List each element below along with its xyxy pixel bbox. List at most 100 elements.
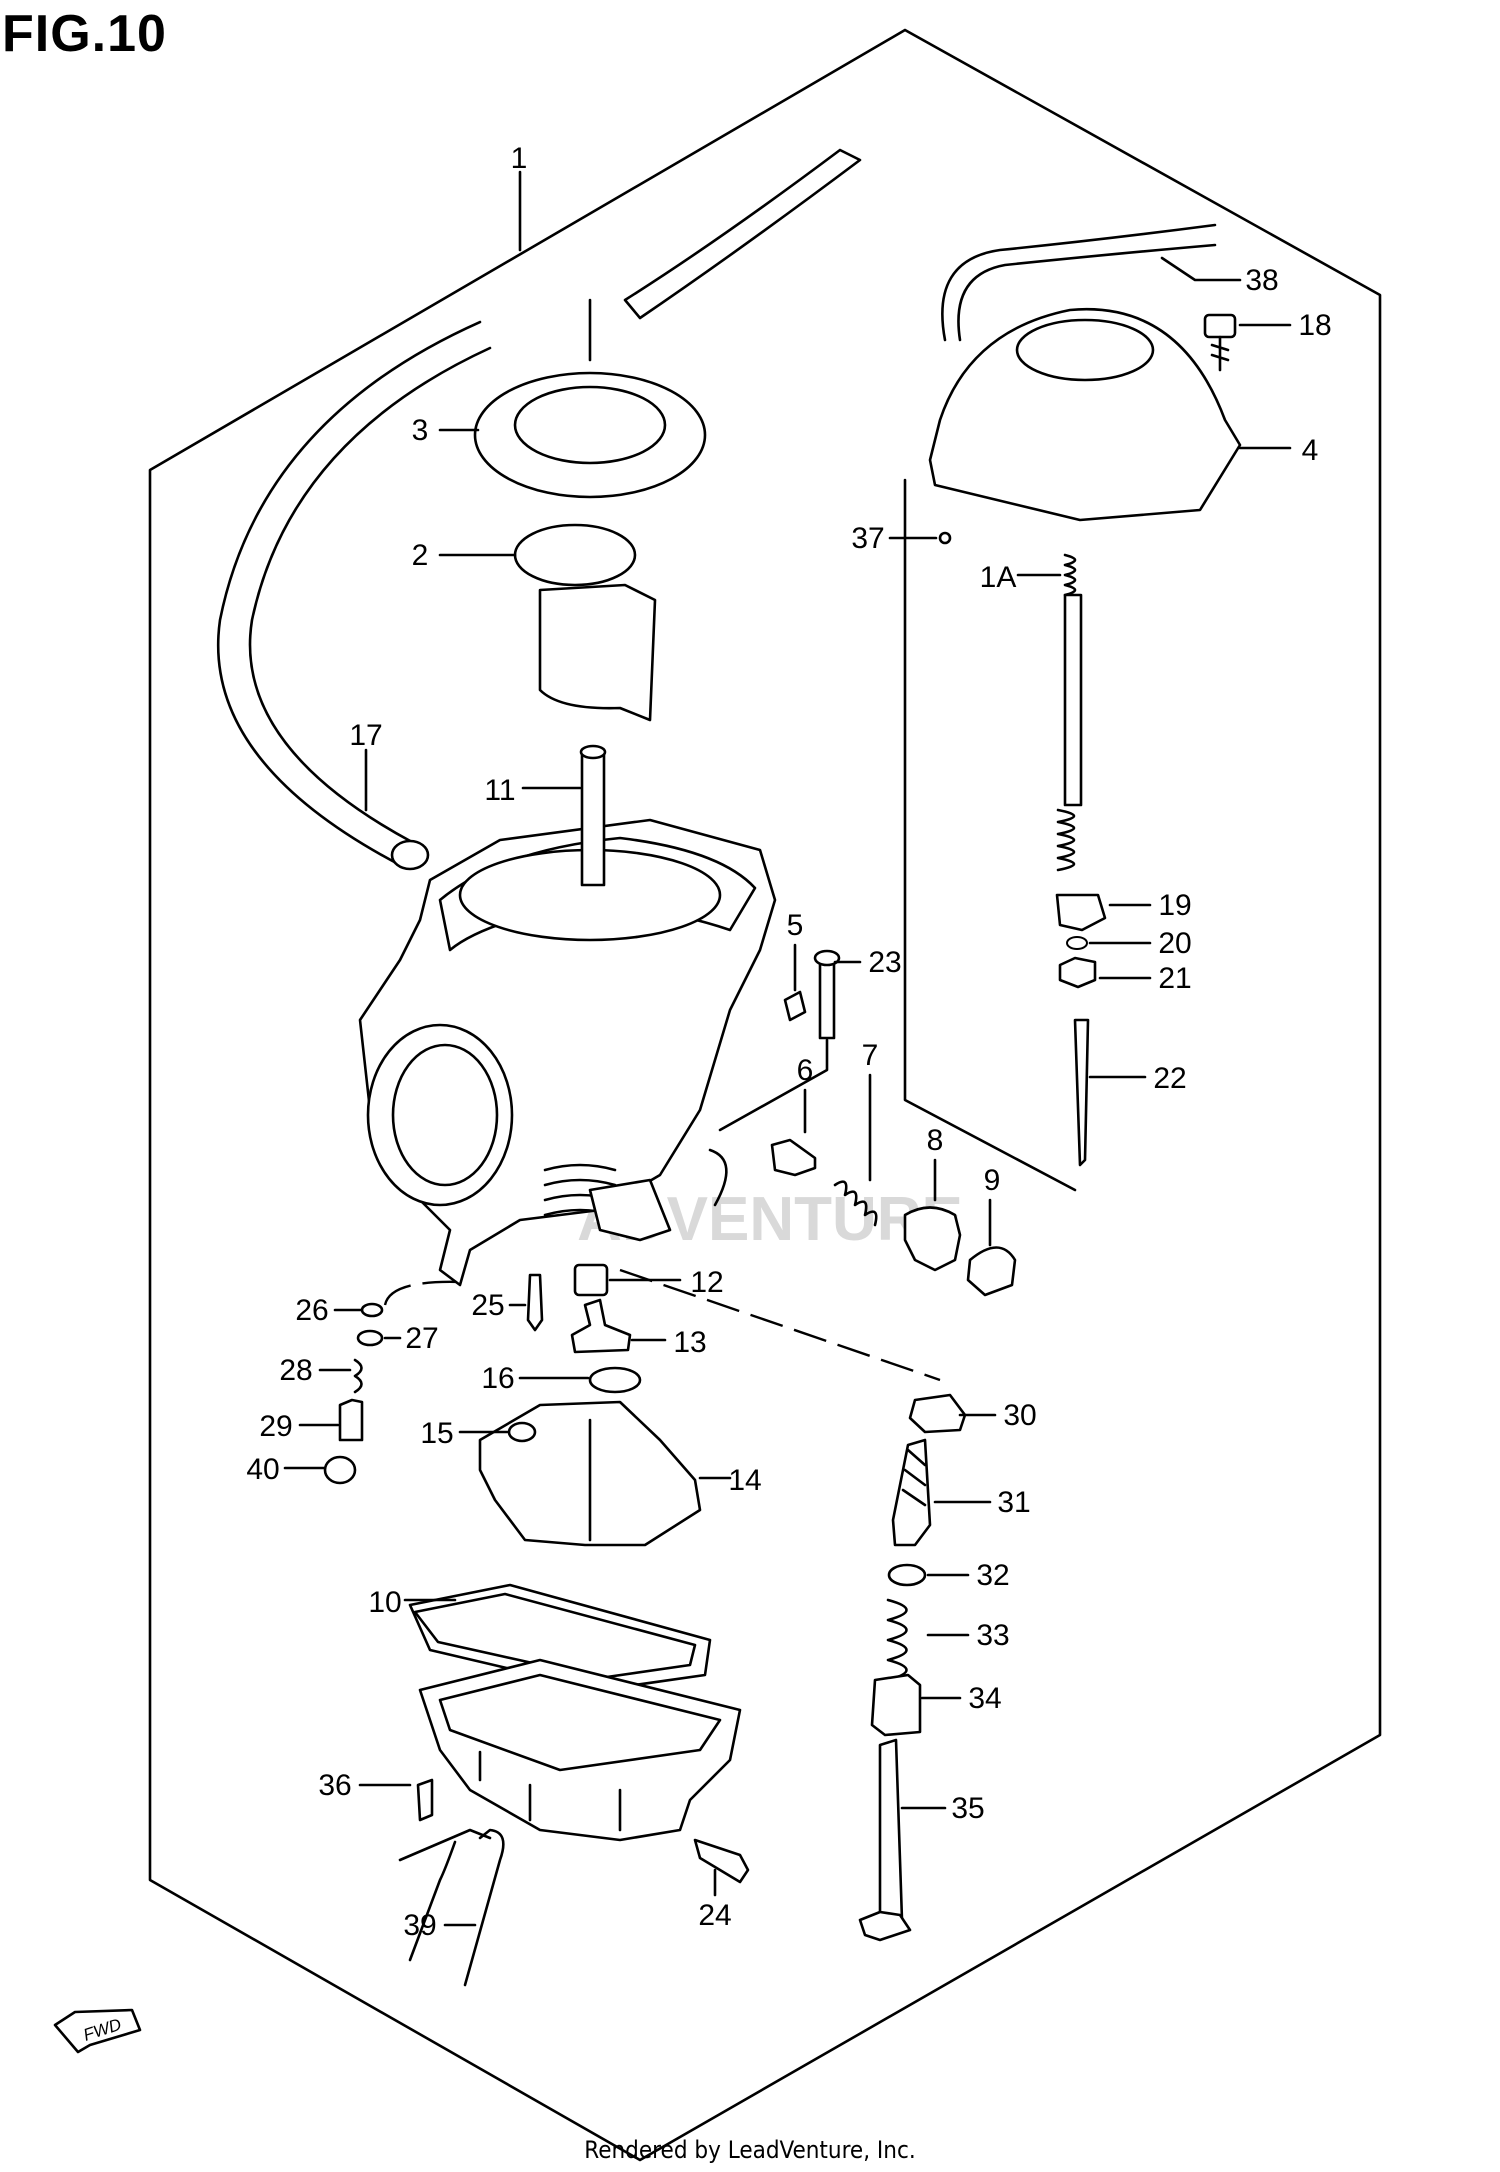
callout-7: 7 (862, 1039, 879, 1072)
callout-38: 38 (1245, 264, 1278, 297)
hose-38-inner (957, 243, 1217, 342)
callout-13: 13 (673, 1326, 706, 1359)
callout-30: 30 (1003, 1399, 1036, 1432)
starter-plunger-6 (770, 1138, 817, 1177)
callout-34: 34 (968, 1682, 1001, 1715)
starter-nut-8 (903, 1206, 962, 1272)
callout-31: 31 (997, 1486, 1030, 1519)
float-bowl-ribs (478, 1750, 622, 1832)
callout-5: 5 (787, 909, 804, 942)
top-cover-4-dome (1015, 318, 1155, 382)
callout-39: 39 (403, 1909, 436, 1942)
main-jet-13 (570, 1298, 632, 1354)
spring-33 (886, 1598, 908, 1682)
footer-credit: Rendered by LeadVenture, Inc. (584, 2136, 916, 2164)
callout-19: 19 (1158, 889, 1191, 922)
fitting-tube (708, 1148, 728, 1207)
callout-37: 37 (851, 522, 884, 555)
pilot-screw-11 (580, 748, 606, 887)
leader-26-dash (383, 1280, 461, 1306)
callout-6: 6 (797, 1054, 814, 1087)
leader-23-lower (718, 1038, 829, 1132)
screw-18-thread (1210, 335, 1230, 372)
retainer-19 (1055, 893, 1107, 932)
cap-40 (323, 1455, 357, 1485)
vent-hose-17-end (390, 839, 430, 871)
callout-16: 16 (481, 1362, 514, 1395)
callout-23: 23 (868, 946, 901, 979)
callout-1: 1 (511, 142, 528, 175)
gasket-10 (408, 1583, 712, 1692)
clip-37 (938, 531, 952, 545)
callout-9: 9 (984, 1164, 1001, 1197)
screw-25 (526, 1273, 544, 1332)
spring-1A (1063, 553, 1077, 597)
callout-2: 2 (412, 539, 429, 572)
callout-20: 20 (1158, 927, 1191, 960)
bolt-35-head (858, 1910, 912, 1942)
pin-23 (818, 956, 836, 1040)
callout-21: 21 (1158, 962, 1191, 995)
spring-28 (353, 1358, 363, 1394)
drain-screw-24 (693, 1838, 750, 1884)
o-ring-27 (356, 1329, 384, 1347)
callout-15: 15 (420, 1417, 453, 1450)
callout-14: 14 (728, 1464, 761, 1497)
callout-1A: 1A (980, 561, 1017, 594)
callout-24: 24 (698, 1899, 731, 1932)
screw-36 (416, 1778, 434, 1822)
washer-21 (1058, 956, 1097, 989)
spring-7 (833, 1180, 878, 1227)
vent-hose-top (623, 148, 862, 320)
needle-spring (1056, 808, 1076, 872)
callout-17: 17 (349, 719, 382, 752)
cap-9 (966, 1246, 1017, 1297)
nut-30 (908, 1393, 967, 1434)
callout-40: 40 (246, 1453, 279, 1486)
diaphragm-3-inner (513, 385, 667, 465)
throttle-spring (543, 1163, 617, 1217)
callout-27: 27 (405, 1322, 438, 1355)
fwd-arrow-icon (53, 2008, 142, 2054)
vacuum-piston-2-body (538, 583, 657, 722)
o-ring-15 (507, 1421, 537, 1443)
callout-22: 22 (1153, 1062, 1186, 1095)
callout-33: 33 (976, 1619, 1009, 1652)
o-ring-16 (588, 1366, 642, 1394)
vent-hose-17-inner (248, 346, 492, 844)
callout-4: 4 (1302, 434, 1319, 467)
e-ring-20 (1066, 936, 1088, 950)
assembly-boundary (148, 28, 1382, 2162)
alignment-line (619, 1268, 941, 1382)
pilot-screw-11-top (579, 744, 607, 760)
drain-hose-39 (463, 1828, 505, 1987)
callout-25: 25 (471, 1289, 504, 1322)
top-cover-4 (928, 307, 1242, 522)
plug-5 (783, 990, 807, 1022)
figure-title: FIG.10 (2, 5, 167, 63)
vent-hose-17-outer (216, 320, 482, 867)
callout-32: 32 (976, 1559, 1009, 1592)
needle-holder-1A (1063, 593, 1083, 807)
carburetor-inlet-inner (391, 1043, 499, 1187)
callout-12: 12 (690, 1266, 723, 1299)
needle-panel-boundary (903, 478, 1077, 1192)
jet-needle-22 (1073, 1018, 1090, 1167)
callout-3: 3 (412, 414, 429, 447)
callout-10: 10 (368, 1586, 401, 1619)
stop-screw-31-thread (901, 1448, 927, 1507)
throttle-cam (588, 1178, 672, 1242)
washer-26 (360, 1302, 384, 1318)
callout-36: 36 (318, 1769, 351, 1802)
screw-18 (1203, 313, 1237, 339)
hose-38 (941, 223, 1217, 342)
bolt-35 (878, 1738, 904, 1927)
callout-35: 35 (951, 1792, 984, 1825)
callout-8: 8 (927, 1124, 944, 1157)
drain-hose-39-inner (408, 1840, 457, 1962)
callout-28: 28 (279, 1354, 312, 1387)
float-bowl-rim (438, 1673, 722, 1772)
pin-23-head (813, 949, 841, 967)
callout-18: 18 (1298, 309, 1331, 342)
